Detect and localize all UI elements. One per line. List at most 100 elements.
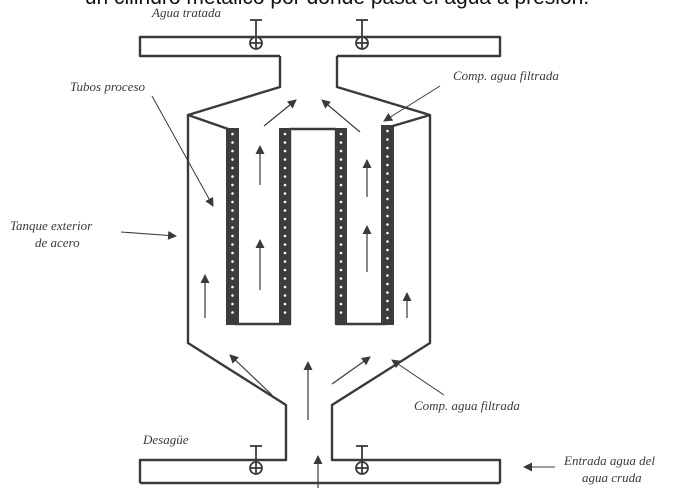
- tube-perforation: [283, 209, 287, 212]
- tube-perforation: [386, 240, 389, 243]
- tube-perforation: [386, 163, 389, 167]
- tube-perforation: [339, 260, 343, 263]
- tube-perforation: [339, 141, 343, 144]
- tube-perforation: [339, 217, 343, 221]
- label-steel-tank-2: de acero: [35, 235, 80, 250]
- tube-perforation: [339, 285, 343, 289]
- tube-perforation: [386, 223, 389, 226]
- label-raw-inlet-2: agua cruda: [582, 470, 642, 485]
- label-steel-tank-1: Tanque exterior: [10, 218, 93, 233]
- label-raw-inlet-1: Entrada agua del: [563, 453, 655, 468]
- tube-perforation: [283, 175, 287, 178]
- tube-perforation: [386, 282, 389, 286]
- tube-perforation: [339, 302, 343, 306]
- label-process-tubes: Tubos proceso: [70, 79, 145, 94]
- tube-perforation: [339, 268, 343, 272]
- leader-steel-tank: [120, 230, 177, 240]
- tube-perforation: [339, 277, 343, 280]
- tube-perforation: [283, 217, 287, 221]
- tube-perforation: [231, 243, 234, 246]
- tube-perforation: [283, 251, 287, 255]
- caption-text: un cilindro metálico por donde pasa el a…: [0, 0, 674, 10]
- tube-perforation: [283, 285, 287, 289]
- tank-wall-right: [330, 56, 502, 483]
- tube-perforation: [283, 234, 287, 238]
- tube-perforation: [386, 316, 389, 320]
- tube-perforation: [386, 172, 389, 175]
- tube-perforation: [231, 260, 234, 263]
- tube-perforation: [386, 180, 389, 184]
- tube-perforation: [231, 158, 234, 161]
- tube-perforation: [231, 234, 234, 238]
- tube-perforation: [231, 166, 234, 170]
- tube-perforation: [283, 243, 287, 246]
- tube-perforation: [283, 149, 287, 153]
- leader-filtered-top: [383, 85, 441, 122]
- tube-perforation: [231, 183, 234, 187]
- tube-perforation: [283, 183, 287, 187]
- tube-perforation: [339, 183, 343, 187]
- tube-perforation: [231, 175, 234, 178]
- tube-perforation: [386, 274, 389, 277]
- tube-perforation: [231, 311, 234, 314]
- tube-perforation: [339, 234, 343, 238]
- flow-arrow: [331, 356, 371, 385]
- tank-wall-left: [138, 56, 288, 483]
- tube-perforation: [231, 226, 234, 229]
- valve-bottom-right: [355, 445, 369, 475]
- tube-perforation: [231, 149, 234, 153]
- valve-top-left: [249, 19, 263, 50]
- tube-perforation: [283, 200, 287, 204]
- leader-process-tubes: [151, 95, 214, 207]
- tube-perforation: [386, 197, 389, 201]
- leader-filtered-bottom: [391, 359, 445, 396]
- tube-perforations: [231, 129, 389, 320]
- tube-perforation: [386, 291, 389, 294]
- tube-perforation: [339, 149, 343, 153]
- tube-perforation: [386, 189, 389, 192]
- tube-perforation: [283, 311, 287, 314]
- tube-perforation: [231, 268, 234, 272]
- tube-perforation: [283, 260, 287, 263]
- tube-perforation: [386, 155, 389, 158]
- tube-perforation: [231, 302, 234, 306]
- tube-perforation: [231, 285, 234, 289]
- tube-perforation: [386, 308, 389, 311]
- tube-perforation: [283, 132, 287, 136]
- tube-perforation: [386, 265, 389, 269]
- tube-perforation: [339, 158, 343, 161]
- label-treated-water: Agua tratada: [151, 5, 221, 20]
- tube-perforation: [231, 192, 234, 195]
- tube-perforation: [283, 158, 287, 161]
- tube-perforation: [339, 251, 343, 255]
- flow-arrow: [229, 354, 273, 396]
- tube-perforation: [231, 294, 234, 297]
- tube-perforation: [283, 226, 287, 229]
- label-filtered-bottom: Comp. agua filtrada: [414, 398, 520, 413]
- process-tubes-group: [226, 125, 394, 325]
- tube-perforation: [339, 311, 343, 314]
- label-drain: Desagüe: [142, 432, 189, 447]
- tube-perforation: [386, 231, 389, 235]
- tube-perforation: [231, 200, 234, 204]
- top-header-pipe: [138, 35, 502, 58]
- tube-perforation: [231, 132, 234, 136]
- tube-perforation: [386, 129, 389, 133]
- tube-perforation: [339, 175, 343, 178]
- tube-perforation: [339, 209, 343, 212]
- flow-arrow: [321, 99, 361, 133]
- tube-perforation: [231, 209, 234, 212]
- tube-perforation: [231, 251, 234, 255]
- valve-bottom-left: [249, 445, 263, 475]
- tube-perforation: [339, 200, 343, 204]
- tube-perforation: [283, 268, 287, 272]
- tube-perforation: [386, 214, 389, 218]
- tube-perforation: [339, 294, 343, 297]
- tube-perforation: [283, 294, 287, 297]
- valve-top-right: [355, 19, 369, 50]
- tube-perforation: [339, 192, 343, 195]
- tube-perforation: [386, 138, 389, 141]
- tube-perforation: [386, 248, 389, 252]
